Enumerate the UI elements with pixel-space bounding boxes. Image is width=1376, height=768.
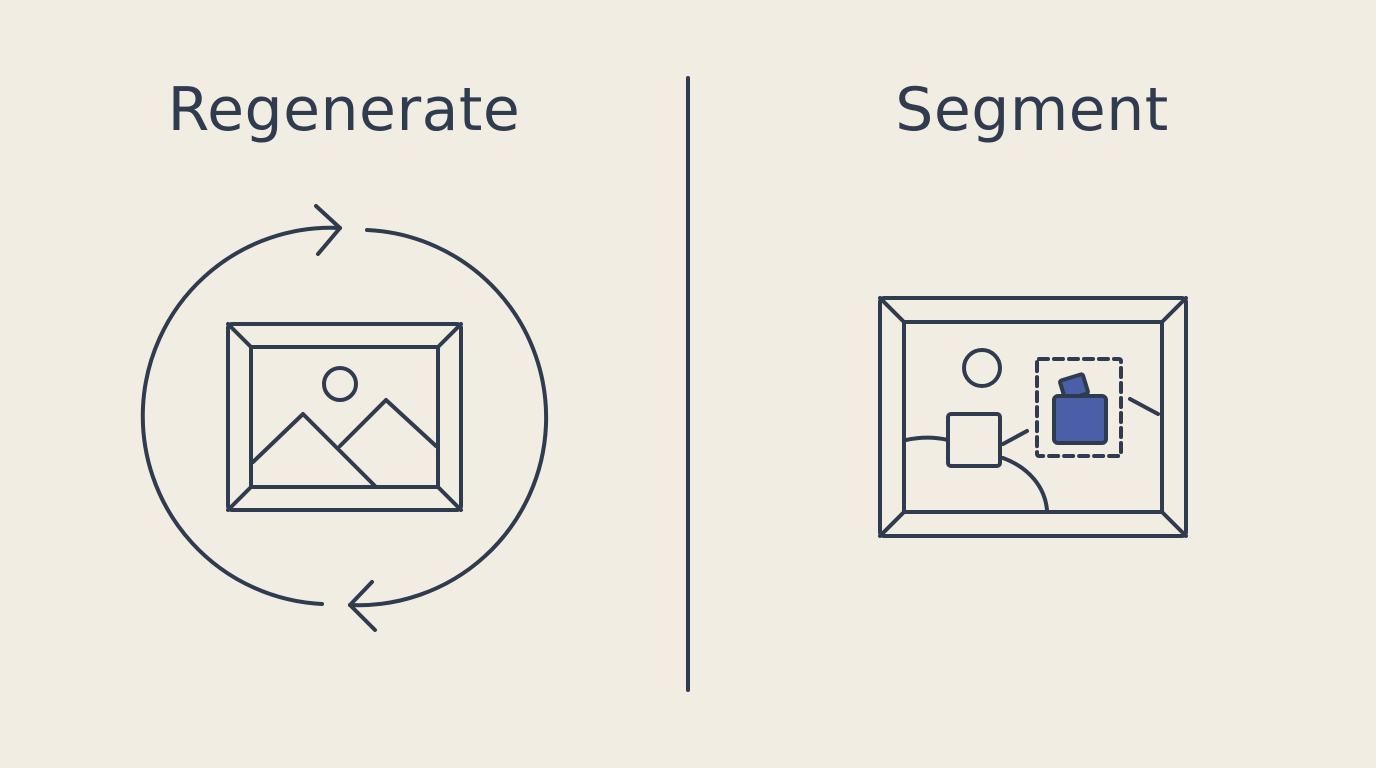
panel-divider	[686, 76, 690, 692]
arrowhead-top-icon	[314, 204, 342, 256]
contour-line-icon	[1001, 429, 1029, 446]
arrowhead-bottom-icon	[348, 580, 377, 632]
contour-line-icon	[1128, 397, 1160, 416]
segment-heading: Segment	[895, 75, 1169, 145]
selection-marquee-icon	[1035, 357, 1123, 458]
cycle-arc-bottom-icon	[348, 228, 549, 608]
selected-object-icon	[1052, 372, 1108, 445]
segment-frame-icon	[878, 296, 1188, 538]
regenerate-heading: Regenerate	[167, 75, 521, 145]
contour-line-icon	[904, 435, 950, 442]
sun-icon	[322, 366, 358, 402]
mountains-icon	[251, 398, 438, 488]
person-head-icon	[962, 348, 1002, 388]
image-frame-icon	[226, 322, 463, 512]
regenerate-icon	[140, 204, 549, 632]
object-box-icon	[946, 412, 1002, 468]
cycle-arc-top-icon	[140, 225, 342, 606]
segment-icon	[878, 296, 1188, 538]
contour-line-icon	[1001, 456, 1049, 512]
